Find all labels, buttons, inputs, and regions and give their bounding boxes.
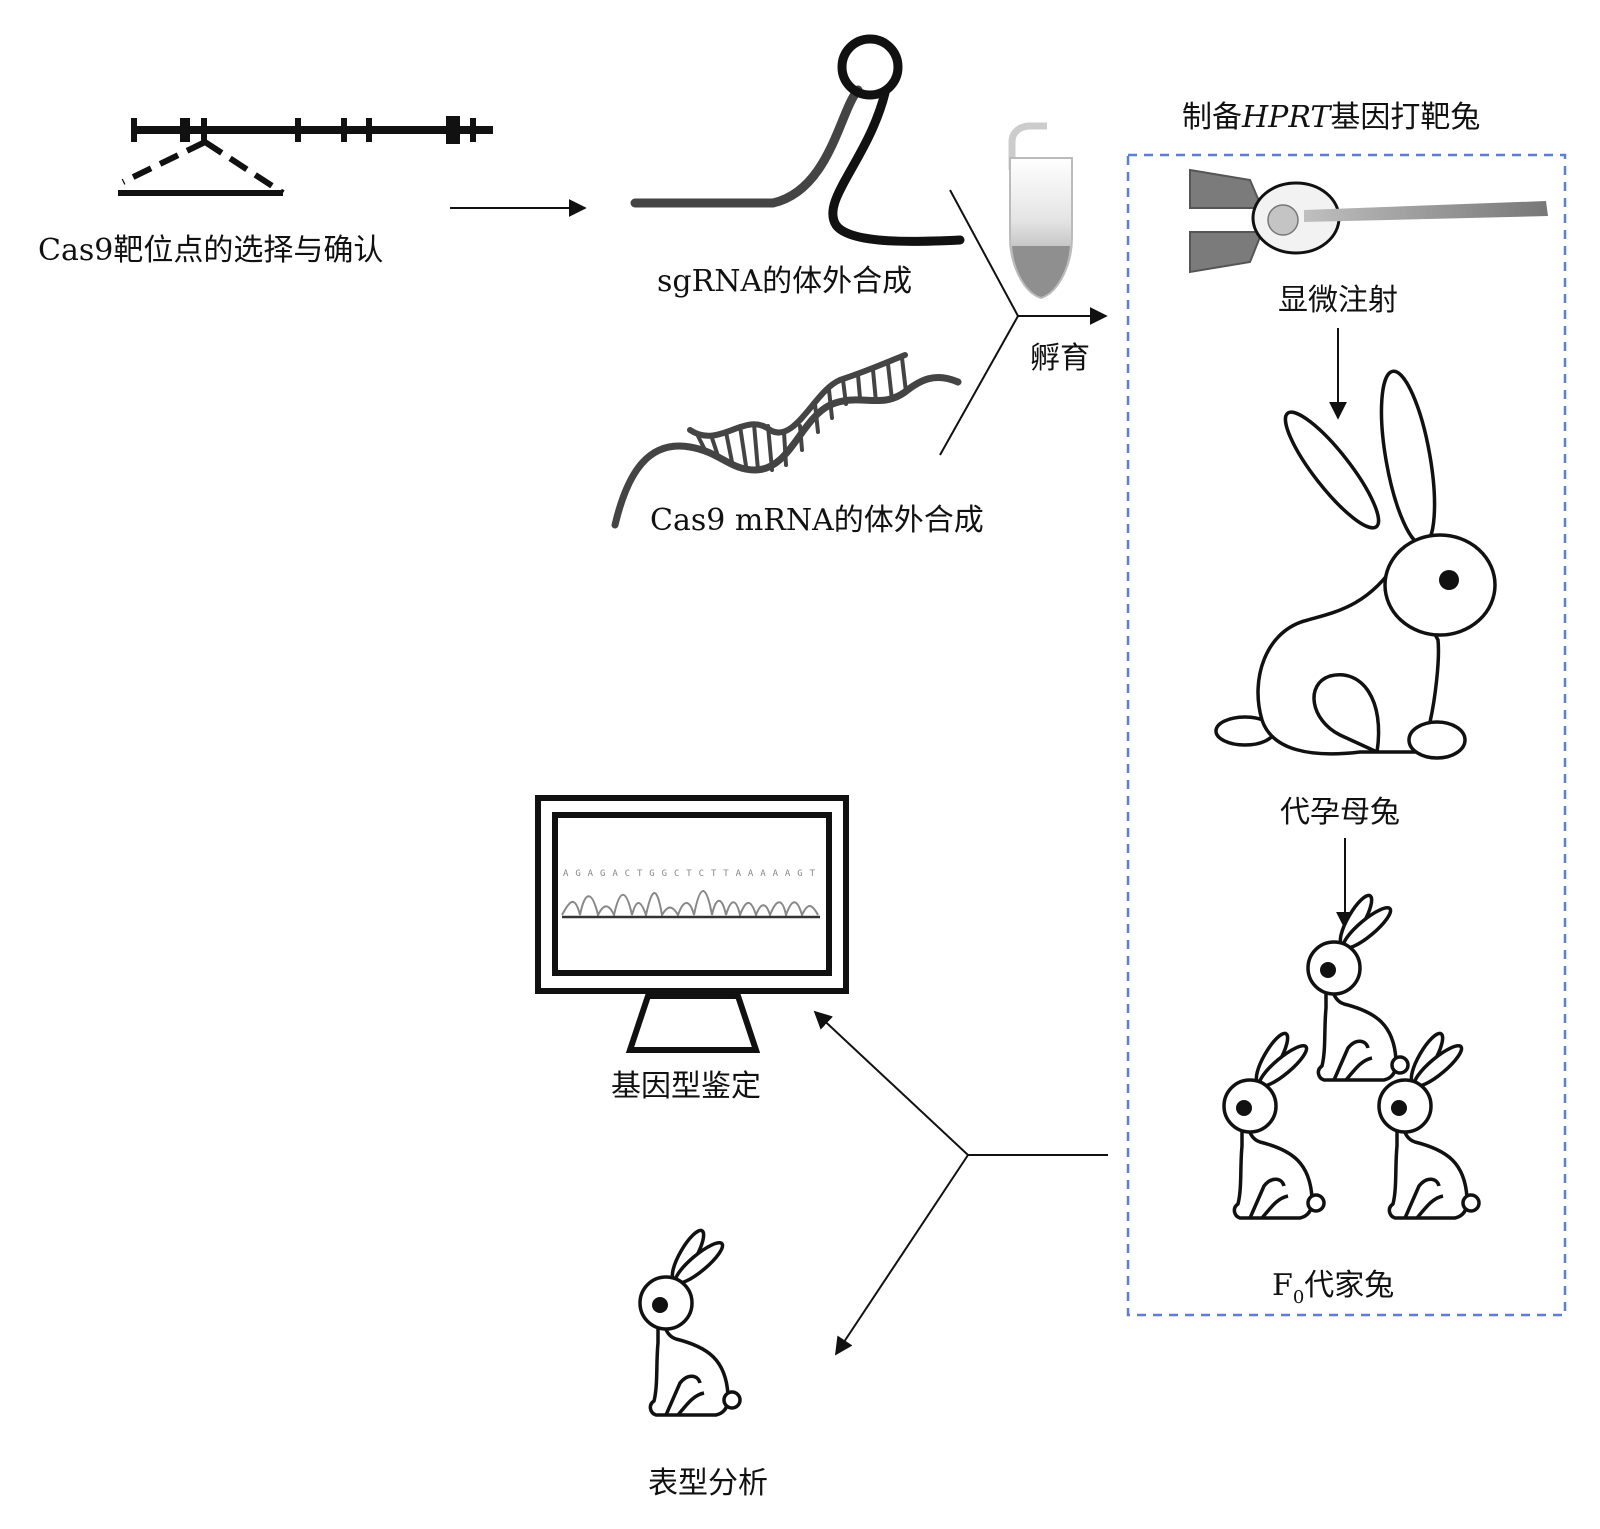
box-title: 制备HPRT基因打靶兔 <box>1182 100 1480 135</box>
box-title-gene: HPRT <box>1241 100 1332 135</box>
cas9-mrna-helix-icon <box>611 352 962 529</box>
box-title-suffix: 基因打靶兔 <box>1330 100 1480 135</box>
f0-rabbit-top <box>1306 890 1410 1082</box>
genotyping-label: 基因型鉴定 <box>611 1069 761 1104</box>
target-site-label: Cas9靶位点的选择与确认 <box>38 233 383 268</box>
gene-structure-icon <box>118 116 493 196</box>
f0-rabbit-left <box>1222 1028 1326 1220</box>
microinjection-label: 显微注射 <box>1278 283 1398 318</box>
sgrna-hairpin-icon <box>630 34 965 246</box>
f0-suffix: 代家兔 <box>1304 1268 1394 1303</box>
microcentrifuge-tube-icon <box>1008 122 1073 300</box>
sgrna-label: sgRNA的体外合成 <box>657 264 912 299</box>
f0-label: F0代家兔 <box>1272 1268 1394 1308</box>
surrogate-label: 代孕母兔 <box>1280 795 1400 830</box>
monitor-icon: AGAGACTGGCTCTTAAAAAGT <box>535 795 849 1053</box>
merge-connector <box>939 189 1019 456</box>
f0-prefix: F <box>1272 1268 1293 1303</box>
incubation-label: 孵育 <box>1030 341 1090 376</box>
arrow-to-phenotype <box>835 1154 969 1356</box>
phenotype-rabbit-icon <box>638 1225 742 1417</box>
f0-subscript: 0 <box>1293 1287 1304 1308</box>
microinjection-icon <box>1189 168 1548 274</box>
knockout-rabbit-box <box>1126 153 1567 1317</box>
arrow-to-genotyping <box>813 1010 969 1156</box>
box-title-prefix: 制备 <box>1182 100 1242 135</box>
cas9-mrna-label: Cas9 mRNA的体外合成 <box>650 503 984 538</box>
phenotype-label: 表型分析 <box>648 1466 768 1501</box>
sequence-text: AGAGACTGGCTCTTAAAAAGT <box>563 869 816 879</box>
surrogate-rabbit-icon <box>1214 369 1497 760</box>
